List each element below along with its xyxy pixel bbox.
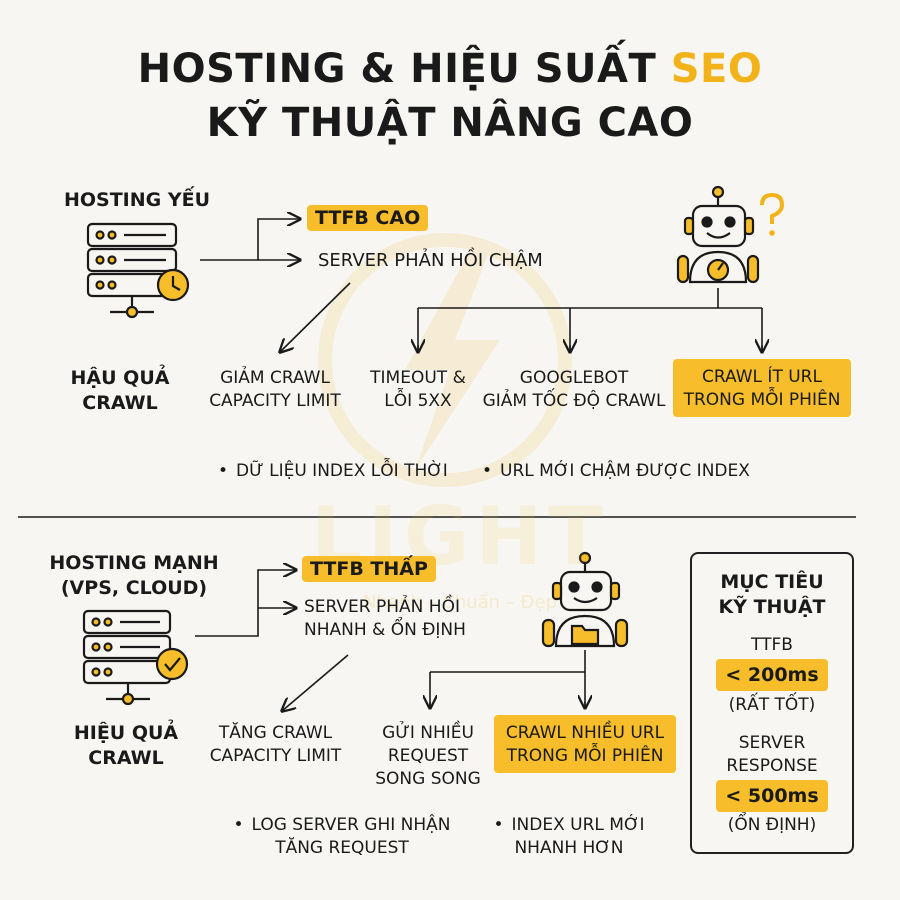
watermark-subtext: Nhanh – Chuẩn – Đẹp: [363, 592, 557, 613]
targets-server-note: (ỔN ĐỊNH): [727, 815, 817, 835]
weak-effect-few-urls-l2: TRONG MỖI PHIÊN: [683, 390, 841, 410]
strong-server-text: SERVER PHẢN HỒI NHANH & ỔN ĐỊNH: [304, 596, 466, 642]
targets-ttfb-label: TTFB: [751, 635, 793, 655]
strong-effect-capacity-l2: CAPACITY LIMIT: [209, 746, 342, 766]
weak-effect-googlebot: GOOGLEBOT GIẢM TỐC ĐỘ CRAWL: [474, 367, 674, 413]
weak-effect-timeout: TIMEOUT & LỖI 5XX: [356, 367, 480, 413]
weak-ttfb-badge: TTFB CAO: [307, 205, 429, 231]
weak-bullet-stale-index: DỮ LIỆU INDEX LỖI THỜI: [218, 460, 448, 483]
weak-effect-capacity: GIẢM CRAWL CAPACITY LIMIT: [195, 367, 355, 413]
strong-result-label: HIỆU QUẢ CRAWL: [66, 721, 186, 771]
strong-effect-parallel-l3: SONG SONG: [375, 769, 481, 789]
strong-ttfb-badge: TTFB THẤP: [302, 556, 436, 582]
robot-question-icon: [676, 185, 785, 284]
targets-panel: [690, 552, 854, 854]
strong-arrows: [195, 570, 585, 711]
weak-server-text: SERVER PHẢN HỒI CHẬM: [318, 250, 543, 271]
strong-result-label-l1: HIỆU QUẢ: [73, 722, 179, 744]
weak-effect-timeout-l2: LỖI 5XX: [384, 391, 452, 411]
weak-effect-capacity-l2: CAPACITY LIMIT: [209, 391, 341, 411]
targets-server-label: SERVER RESPONSE: [690, 732, 854, 778]
strong-bullet-fast-index: INDEX URL MỚI NHANH HƠN: [484, 814, 654, 860]
strong-result-label-l2: CRAWL: [88, 747, 164, 769]
targets-ttfb-value: < 200ms: [716, 659, 828, 691]
targets-title: MỤC TIÊU KỸ THUẬT: [690, 570, 854, 620]
strong-bullet-fast-index-l2: NHANH HƠN: [514, 838, 624, 858]
title-accent: SEO: [670, 46, 763, 92]
strong-effect-capacity-l1: TĂNG CRAWL: [218, 723, 333, 743]
targets-ttfb-note: (RẤT TỐT): [728, 695, 816, 715]
strong-server-text-l1: SERVER PHẢN HỒI: [304, 597, 460, 617]
targets-server-value: < 500ms: [716, 780, 828, 812]
targets-server-label-l1: SERVER: [738, 733, 806, 753]
strong-effect-parallel-l2: REQUEST: [387, 746, 469, 766]
strong-bullet-log-l1: LOG SERVER GHI NHẬN: [222, 814, 462, 837]
weak-arrows: [200, 219, 762, 352]
weak-effect-capacity-l1: GIẢM CRAWL: [220, 368, 330, 388]
title-line-2: KỸ THUẬT NÂNG CAO: [206, 100, 694, 146]
robot-folder-icon: [541, 551, 629, 648]
strong-ttfb-text: TTFB THẤP: [302, 556, 436, 582]
targets-title-l1: MỤC TIÊU: [720, 571, 824, 593]
weak-result-label-l1: HẬU QUẢ: [70, 367, 170, 389]
strong-effect-parallel: GỬI NHIỀU REQUEST SONG SONG: [366, 722, 490, 791]
strong-arrow-to-capacity: [282, 654, 349, 711]
targets-title-l2: KỸ THUẬT: [718, 596, 826, 618]
weak-effect-googlebot-l2: GIẢM TỐC ĐỘ CRAWL: [482, 391, 666, 411]
strong-effect-many-urls-l2: TRONG MỖI PHIÊN: [506, 746, 664, 766]
weak-effect-googlebot-l1: GOOGLEBOT: [519, 368, 629, 388]
weak-ttfb-text: TTFB CAO: [307, 205, 429, 231]
watermark-bolt-icon: [318, 233, 572, 487]
strong-hosting-label: HOSTING MẠNH (VPS, CLOUD): [34, 551, 234, 601]
strong-hosting-label-l1: HOSTING MẠNH: [49, 552, 219, 574]
server-check-icon: [82, 609, 189, 706]
strong-bullet-log-l2: TĂNG REQUEST: [275, 838, 409, 858]
weak-arrow-branch: [200, 219, 300, 261]
title-main: HOSTING & HIỆU SUẤT: [137, 46, 657, 92]
strong-robot-tree: [429, 650, 586, 708]
targets-server-label-l2: RESPONSE: [726, 756, 818, 776]
strong-effect-parallel-l1: GỬI NHIỀU: [382, 723, 474, 743]
weak-result-label-l2: CRAWL: [82, 392, 158, 414]
weak-bullet-slow-index: URL MỚI CHẬM ĐƯỢC INDEX: [482, 460, 750, 483]
strong-arrow-branch: [195, 570, 296, 637]
weak-robot-tree: [417, 288, 763, 352]
strong-effect-many-urls: CRAWL NHIỀU URL TRONG MỖI PHIÊN: [494, 715, 676, 773]
weak-effect-few-urls-l1: CRAWL ÍT URL: [702, 367, 822, 387]
weak-effect-few-urls: CRAWL ÍT URL TRONG MỖI PHIÊN: [673, 359, 851, 417]
weak-arrow-to-capacity: [280, 282, 351, 352]
weak-hosting-label: HOSTING YẾU: [63, 189, 211, 211]
server-clock-icon: [86, 222, 190, 319]
strong-effect-many-urls-l1: CRAWL NHIỀU URL: [505, 723, 665, 743]
strong-bullet-fast-index-l1: INDEX URL MỚI: [484, 814, 654, 837]
weak-result-label: HẬU QUẢ CRAWL: [60, 366, 180, 416]
strong-bullet-log: LOG SERVER GHI NHẬN TĂNG REQUEST: [222, 814, 462, 860]
title-line-1: HOSTING & HIỆU SUẤT SEO: [0, 46, 900, 92]
strong-hosting-label-l2: (VPS, CLOUD): [60, 577, 208, 599]
strong-effect-capacity: TĂNG CRAWL CAPACITY LIMIT: [198, 722, 353, 768]
strong-server-text-l2: NHANH & ỔN ĐỊNH: [304, 620, 466, 640]
weak-effect-timeout-l1: TIMEOUT &: [370, 368, 466, 388]
